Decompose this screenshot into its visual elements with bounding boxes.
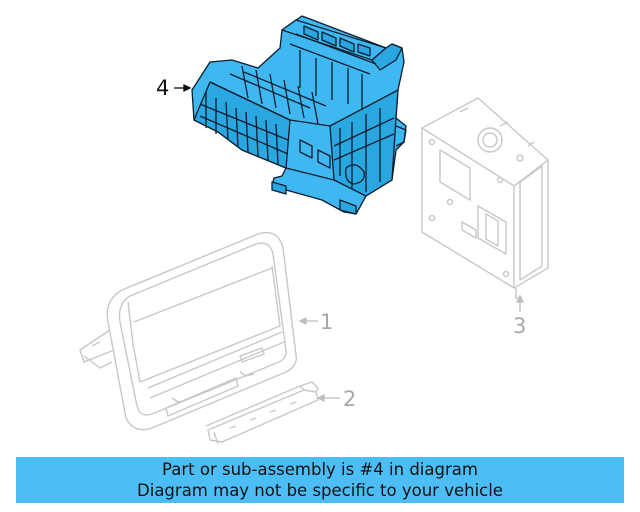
leader-lines (174, 83, 525, 403)
callout-4: 4 (156, 76, 169, 100)
leader-arrow-4 (183, 83, 192, 93)
part-4-housing (191, 15, 407, 215)
leader-arrow-3 (515, 294, 525, 303)
leader-arrow-1 (298, 316, 307, 326)
callout-1: 1 (320, 310, 333, 334)
part-1-display-frame (79, 231, 297, 431)
banner-line-disclaimer: Diagram may not be specific to your vehi… (137, 481, 503, 500)
part-2-bracket (205, 381, 319, 445)
callout-3: 3 (513, 314, 526, 338)
info-banner: Part or sub-assembly is #4 in diagram Di… (16, 457, 624, 503)
banner-line-part-number: Part or sub-assembly is #4 in diagram (162, 460, 478, 479)
callout-2: 2 (343, 387, 356, 411)
part-3-control-module (421, 97, 549, 299)
parts-diagram: 4 1 2 3 (79, 15, 549, 445)
leader-arrow-2 (316, 393, 325, 403)
